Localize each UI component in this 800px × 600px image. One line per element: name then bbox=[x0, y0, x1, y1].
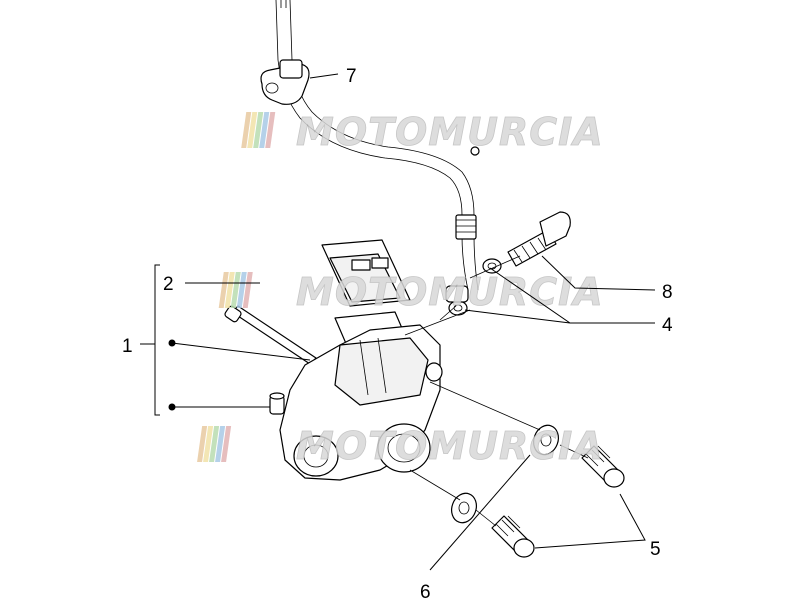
mounting-bolts bbox=[491, 445, 625, 558]
callout-7: 7 bbox=[346, 66, 357, 87]
watermark-stripe bbox=[253, 112, 264, 148]
watermark-stripe bbox=[209, 426, 220, 462]
watermark: MOTOMURCIA bbox=[241, 110, 604, 154]
watermark-group: MOTOMURCIA MOTOMURCIA MOTOMURCIA bbox=[197, 110, 604, 468]
watermark-stripe bbox=[265, 112, 276, 148]
brake-caliper bbox=[269, 324, 443, 481]
watermark-text: MOTOMURCIA bbox=[296, 110, 604, 154]
watermark-text: MOTOMURCIA bbox=[296, 424, 604, 468]
brake-hose bbox=[275, 0, 480, 291]
watermark-stripe bbox=[197, 426, 208, 462]
watermark-stripe bbox=[215, 426, 226, 462]
watermark-text: MOTOMURCIA bbox=[296, 270, 604, 314]
watermark-stripe bbox=[241, 112, 252, 148]
watermark-stripe bbox=[259, 112, 270, 148]
banjo-bolt bbox=[445, 211, 571, 316]
callout-1: 1 bbox=[122, 336, 133, 357]
callout-4: 4 bbox=[662, 315, 673, 336]
watermark-stripe bbox=[218, 272, 229, 308]
washers bbox=[451, 424, 559, 524]
callout-2: 2 bbox=[163, 274, 174, 295]
watermark: MOTOMURCIA bbox=[197, 424, 604, 468]
hose-bracket bbox=[260, 59, 310, 105]
watermark-stripe bbox=[236, 272, 247, 308]
leader-lines bbox=[140, 73, 656, 571]
watermark: MOTOMURCIA bbox=[218, 270, 604, 314]
callout-8: 8 bbox=[662, 282, 673, 303]
watermark-stripe bbox=[203, 426, 214, 462]
callout-6: 6 bbox=[420, 582, 431, 600]
watermark-stripe bbox=[221, 426, 232, 462]
watermark-stripe bbox=[242, 272, 253, 308]
watermark-stripe bbox=[230, 272, 241, 308]
pad-pin bbox=[224, 305, 317, 365]
watermark-stripe bbox=[224, 272, 235, 308]
callout-5: 5 bbox=[650, 539, 661, 560]
watermark-stripe bbox=[247, 112, 258, 148]
